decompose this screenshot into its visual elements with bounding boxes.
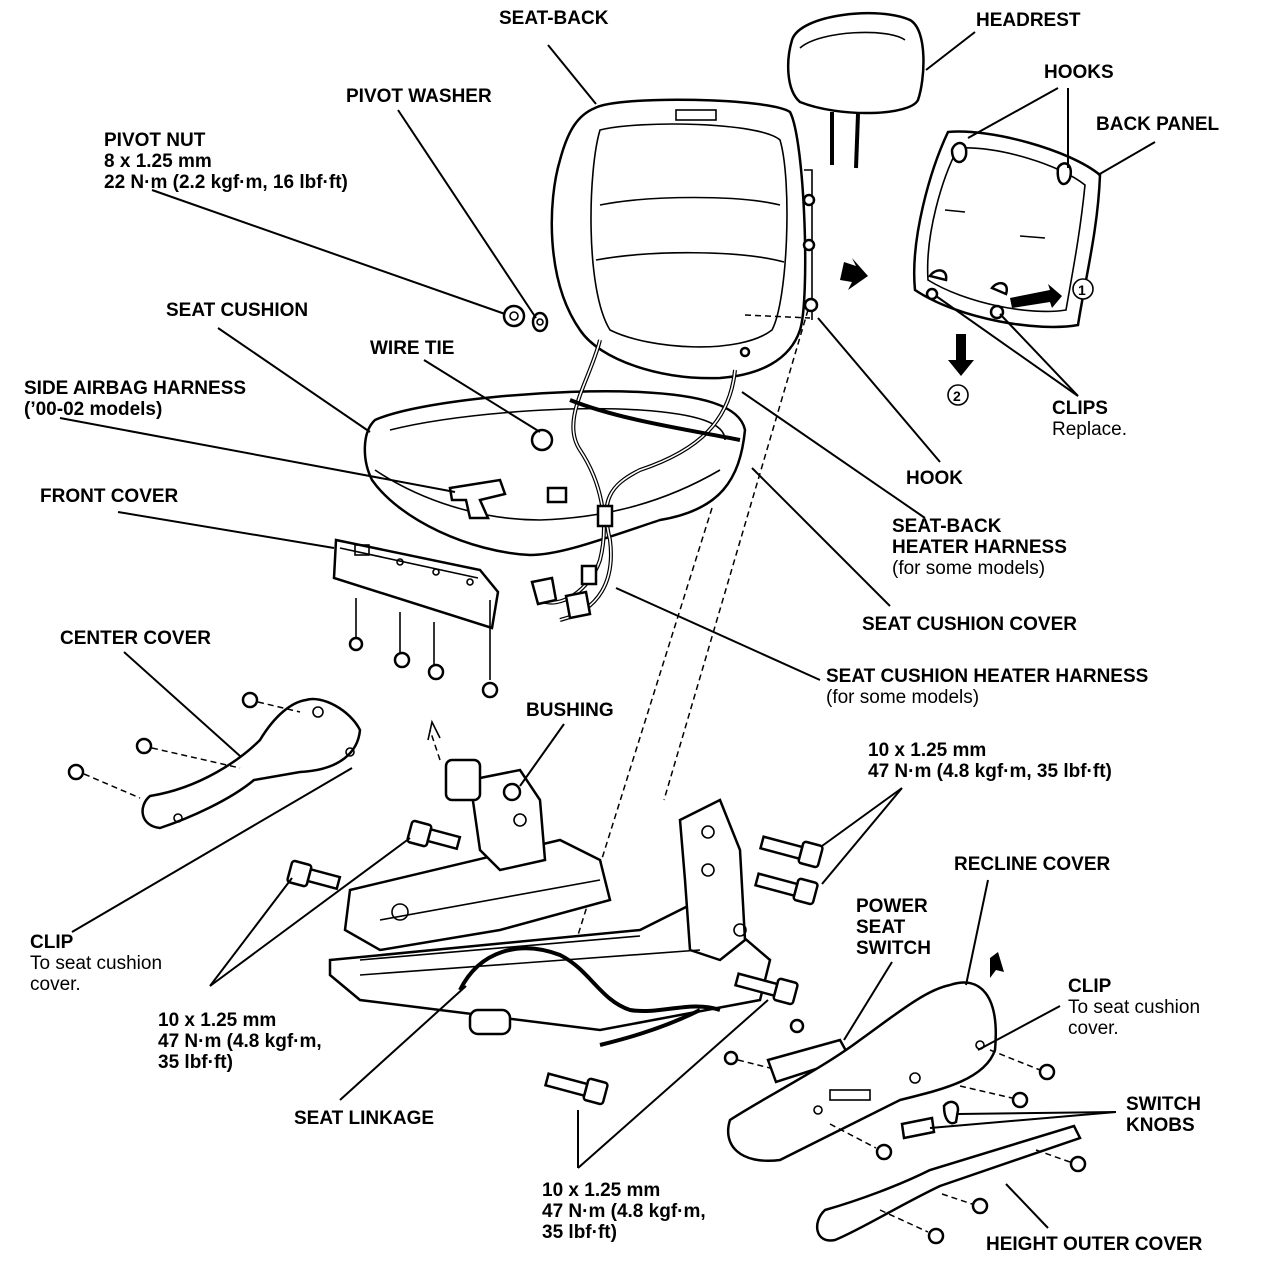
back-panel-part: 1 2 bbox=[840, 130, 1102, 406]
side-airbag-harness-note: (’00-02 models) bbox=[24, 399, 163, 420]
label-headrest: HEADREST bbox=[976, 10, 1081, 31]
clip-left-title: CLIP bbox=[30, 932, 74, 953]
switch-knobs-line2: KNOBS bbox=[1126, 1115, 1195, 1136]
seat-cushion-heater-title: SEAT CUSHION HEATER HARNESS bbox=[826, 666, 1149, 687]
seat-back-part bbox=[550, 98, 819, 380]
center-cover-part bbox=[67, 691, 362, 830]
recline-cover-part bbox=[727, 952, 1056, 1163]
pivot-nut-title: PIVOT NUT bbox=[104, 130, 206, 151]
seat-cushion-heater-note: (for some models) bbox=[826, 687, 980, 708]
label-bushing: BUSHING bbox=[526, 700, 614, 721]
leader-lines bbox=[59, 31, 1156, 1229]
clips-note: Replace. bbox=[1052, 419, 1127, 440]
label-front-cover: FRONT COVER bbox=[40, 486, 179, 507]
torque-left-value: 47 N·m (4.8 kgf·m, bbox=[158, 1031, 322, 1052]
pivot-hardware bbox=[502, 304, 549, 333]
seat-back-heater-line1: SEAT-BACK bbox=[892, 516, 1002, 537]
pivot-nut-size: 8 x 1.25 mm bbox=[104, 151, 212, 172]
side-airbag-harness-title: SIDE AIRBAG HARNESS bbox=[24, 378, 247, 399]
label-switch-knobs: SWITCH KNOBS bbox=[1126, 1094, 1201, 1136]
label-wire-tie: WIRE TIE bbox=[370, 338, 455, 359]
torque-right-value: 47 N·m (4.8 kgf·m, 35 lbf·ft) bbox=[868, 761, 1112, 782]
power-seat-switch-line1: POWER bbox=[856, 896, 928, 917]
clip-left-note1: To seat cushion bbox=[30, 953, 163, 974]
clip-right-note1: To seat cushion bbox=[1068, 997, 1201, 1018]
torque-bottom-value2: 35 lbf·ft) bbox=[542, 1222, 617, 1243]
label-seat-back-heater-harness: SEAT-BACK HEATER HARNESS (for some model… bbox=[892, 516, 1067, 579]
torque-left-value2: 35 lbf·ft) bbox=[158, 1052, 233, 1073]
label-torque-bottom: 10 x 1.25 mm 47 N·m (4.8 kgf·m, 35 lbf·f… bbox=[542, 1180, 706, 1243]
torque-bottom-value: 47 N·m (4.8 kgf·m, bbox=[542, 1201, 706, 1222]
clip-right-title: CLIP bbox=[1068, 976, 1112, 997]
clip-left-note2: cover. bbox=[30, 974, 81, 995]
label-side-airbag-harness: SIDE AIRBAG HARNESS (’00-02 models) bbox=[24, 378, 246, 420]
mount-bolts bbox=[286, 819, 824, 1106]
switch-knobs-line1: SWITCH bbox=[1126, 1094, 1201, 1115]
label-power-seat-switch: POWER SEAT SWITCH bbox=[856, 896, 931, 959]
label-seat-linkage: SEAT LINKAGE bbox=[294, 1108, 435, 1129]
label-pivot-nut: PIVOT NUT 8 x 1.25 mm 22 N·m (2.2 kgf·m,… bbox=[104, 130, 348, 193]
label-back-panel: BACK PANEL bbox=[1096, 114, 1220, 135]
seat-track-assembly bbox=[328, 719, 772, 1047]
seat-cushion-part bbox=[363, 389, 747, 557]
seat-back-heater-line2: HEATER HARNESS bbox=[892, 537, 1067, 558]
label-hook: HOOK bbox=[906, 468, 963, 489]
step-1-marker: 1 bbox=[1078, 282, 1086, 298]
label-clip-left: CLIP To seat cushion cover. bbox=[30, 932, 162, 995]
seat-back-heater-note: (for some models) bbox=[892, 558, 1046, 579]
label-seat-cushion: SEAT CUSHION bbox=[166, 300, 309, 321]
label-hooks: HOOKS bbox=[1044, 62, 1114, 83]
label-clips-top: CLIPS Replace. bbox=[1052, 398, 1127, 440]
label-height-outer-cover: HEIGHT OUTER COVER bbox=[986, 1234, 1203, 1255]
torque-bottom-size: 10 x 1.25 mm bbox=[542, 1180, 661, 1201]
label-torque-right: 10 x 1.25 mm 47 N·m (4.8 kgf·m, 35 lbf·f… bbox=[868, 740, 1112, 782]
power-seat-switch-line3: SWITCH bbox=[856, 938, 931, 959]
label-center-cover: CENTER COVER bbox=[60, 628, 211, 649]
pivot-nut-torque: 22 N·m (2.2 kgf·m, 16 lbf·ft) bbox=[104, 172, 348, 193]
label-clip-right: CLIP To seat cushion cover. bbox=[1068, 976, 1200, 1039]
headrest-part bbox=[787, 11, 925, 169]
label-torque-left: 10 x 1.25 mm 47 N·m (4.8 kgf·m, 35 lbf·f… bbox=[158, 1010, 322, 1073]
front-cover-part bbox=[332, 538, 500, 699]
label-pivot-washer: PIVOT WASHER bbox=[346, 86, 492, 107]
label-recline-cover: RECLINE COVER bbox=[954, 854, 1111, 875]
front-cover-screws bbox=[348, 598, 499, 699]
clip-right-note2: cover. bbox=[1068, 1018, 1119, 1039]
torque-left-size: 10 x 1.25 mm bbox=[158, 1010, 277, 1031]
height-outer-cover-part bbox=[815, 1124, 1087, 1245]
label-seat-cushion-cover: SEAT CUSHION COVER bbox=[862, 614, 1078, 635]
label-seat-cushion-heater-harness: SEAT CUSHION HEATER HARNESS (for some mo… bbox=[826, 666, 1148, 708]
label-seat-back: SEAT-BACK bbox=[499, 8, 609, 29]
clips-title: CLIPS bbox=[1052, 398, 1108, 419]
power-seat-switch-line2: SEAT bbox=[856, 917, 906, 938]
torque-right-size: 10 x 1.25 mm bbox=[868, 740, 987, 761]
step-2-marker: 2 bbox=[953, 388, 961, 404]
